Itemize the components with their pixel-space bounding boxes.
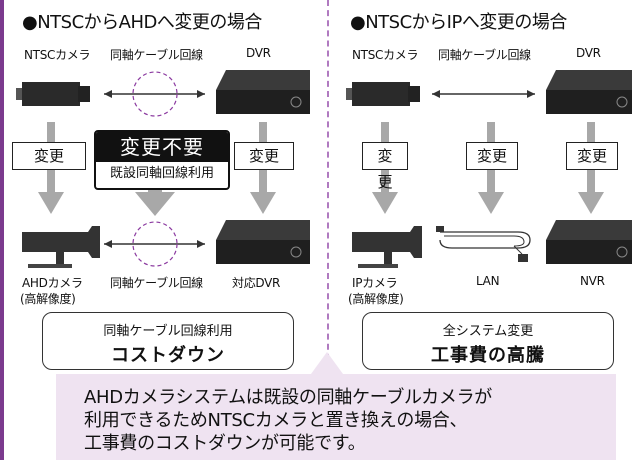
coax-cable-reuse-icon bbox=[104, 221, 205, 267]
dvr-icon bbox=[216, 70, 310, 114]
right-bottom-label-lan: LAN bbox=[476, 274, 500, 288]
left-bottom-label-camera: AHDカメラ bbox=[22, 276, 83, 290]
left-top-label-camera: NTSCカメラ bbox=[24, 48, 91, 62]
right-bottom-label-camera-sub: (高解像度) bbox=[348, 292, 404, 306]
left-top-label-cable: 同軸ケーブル回線 bbox=[110, 48, 203, 62]
right-top-label-cable: 同軸ケーブル回線 bbox=[438, 48, 531, 62]
left-heading: ●NTSCからAHDへ変更の場合 bbox=[22, 12, 262, 33]
right-top-label-dvr: DVR bbox=[576, 46, 601, 60]
note-line2: 利用できるためNTSCカメラと置き換えの場合、 bbox=[84, 410, 468, 431]
left-top-label-dvr: DVR bbox=[246, 46, 271, 60]
nvr-icon bbox=[546, 220, 632, 264]
right-dvr-change-box: 変更 bbox=[566, 142, 618, 170]
lan-cable-icon bbox=[436, 226, 531, 262]
dvr-icon-right bbox=[546, 70, 632, 114]
left-dvr-change-box: 変更 bbox=[234, 142, 294, 170]
left-bottom-label-camera-sub: (高解像度) bbox=[20, 292, 76, 306]
note-line3: 工事費のコストダウンが可能です。 bbox=[84, 433, 366, 454]
ahd-dvr-icon bbox=[216, 220, 310, 264]
no-change-subtitle: 既設同軸回線利用 bbox=[109, 166, 214, 181]
note-pointer bbox=[311, 352, 343, 374]
right-camera-change-box: 変更 bbox=[362, 142, 408, 191]
right-top-label-camera: NTSCカメラ bbox=[352, 48, 419, 62]
right-bottom-label-camera: IPカメラ bbox=[352, 276, 398, 290]
left-summary-line2: コストダウン bbox=[111, 345, 225, 366]
note-box: AHDカメラシステムは既設の同軸ケーブルカメラが 利用できるためNTSCカメラと… bbox=[56, 374, 616, 460]
coax-cable-icon-right bbox=[432, 90, 535, 98]
coax-cable-icon bbox=[104, 71, 205, 117]
left-bottom-label-dvr: 対応DVR bbox=[232, 276, 281, 290]
equipment-illustrations bbox=[16, 70, 632, 268]
left-accent-bar bbox=[0, 0, 4, 460]
no-change-box: 変更不要 既設同軸回線利用 bbox=[94, 130, 230, 190]
left-summary-box: 同軸ケーブル回線利用 コストダウン bbox=[42, 312, 294, 370]
right-bottom-label-nvr: NVR bbox=[580, 274, 605, 288]
right-summary-box: 全システム変更 工事費の高騰 bbox=[362, 312, 614, 370]
note-line1: AHDカメラシステムは既設の同軸ケーブルカメラが bbox=[84, 387, 492, 408]
ahd-camera-icon bbox=[22, 226, 100, 268]
section-divider bbox=[327, 0, 329, 370]
right-summary-line1: 全システム変更 bbox=[442, 324, 534, 339]
ip-camera-icon bbox=[352, 226, 422, 268]
ntsc-camera-icon-right bbox=[346, 82, 420, 106]
right-cable-change-box: 変更 bbox=[466, 142, 518, 170]
left-bottom-label-cable: 同軸ケーブル回線 bbox=[110, 276, 203, 290]
left-summary-line1: 同軸ケーブル回線利用 bbox=[103, 324, 233, 339]
no-change-title: 変更不要 bbox=[96, 132, 228, 162]
right-heading: ●NTSCからIPへ変更の場合 bbox=[350, 12, 567, 33]
ntsc-camera-icon bbox=[16, 82, 90, 106]
left-camera-change-box: 変更 bbox=[12, 142, 86, 170]
right-summary-line2: 工事費の高騰 bbox=[431, 345, 545, 366]
